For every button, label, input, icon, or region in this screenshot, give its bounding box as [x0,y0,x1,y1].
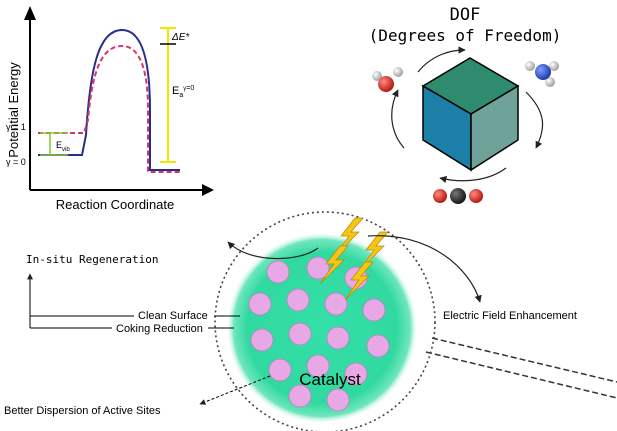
v0-label: γ = 0 [6,157,26,167]
clean-surface-label: Clean Surface [138,310,208,322]
active-site [326,326,350,350]
coking-reduction-label: Coking Reduction [116,323,203,335]
magnifier-handle [425,337,617,399]
evib-label: Evib [56,140,70,153]
delta-e-label: ΔE* [171,32,190,43]
ea-label: Eaγ=0 [172,85,194,99]
lightning-bolt-icon [359,231,389,271]
active-site [362,298,386,322]
active-site [306,354,330,378]
catalyst-label: Catalyst [299,370,361,389]
x-axis-arrowhead [202,184,214,196]
dof-cube [421,57,520,172]
rotation-arrow-right [525,91,544,149]
x-axis-label: Reaction Coordinate [56,197,175,212]
y-axis-label: Potential Energy [6,62,21,158]
co2-molecule-icon [433,188,483,204]
solid-energy-curve [38,28,180,171]
active-site [288,322,312,346]
lightning-bolts [319,217,389,301]
rotation-arrow-left [391,89,405,149]
active-site [326,388,350,412]
curved-arrow-top-left [227,241,319,260]
dispersion-label: Better Dispersion of Active Sites [4,405,161,417]
active-sites [248,256,390,412]
active-site [324,292,348,316]
dof-title: DOF [450,5,481,25]
catalyst-particle: Catalyst [226,232,418,424]
dispersion-arrow [199,375,271,405]
magnifier-rim [214,211,436,431]
magnifier [214,211,617,431]
active-site [248,292,272,316]
ammonia-molecule-icon [525,61,559,87]
lightning-bolt-icon [319,245,349,285]
y-axis-arrowhead [24,6,36,20]
v1-label: γ = 1 [6,122,26,132]
active-site [266,260,290,284]
water-molecule-icon [372,67,403,92]
effects-tree: In-situ Regeneration Clean Surface Cokin… [4,253,271,417]
regeneration-label: In-situ Regeneration [26,253,158,266]
curved-arrow-field [367,235,482,303]
dashed-energy-curve [38,44,180,173]
rotation-arrow-bottom [439,167,507,184]
lightning-bolt-icon [344,261,374,301]
dof-section: DOF (Degrees of Freedom) [369,5,562,204]
active-site [288,384,312,408]
active-site [250,328,274,352]
active-site [268,358,292,382]
active-site [344,362,368,386]
active-site [306,256,330,280]
rotation-arrow-top [417,46,466,73]
dof-subtitle: (Degrees of Freedom) [369,26,562,45]
field-enhancement-label: Electric Field Enhancement [443,310,577,322]
cube-side-face [470,84,519,172]
active-site [286,288,310,312]
potential-energy-plot: Potential Energy Reaction Coordinate γ =… [6,6,214,212]
active-site [366,334,390,358]
